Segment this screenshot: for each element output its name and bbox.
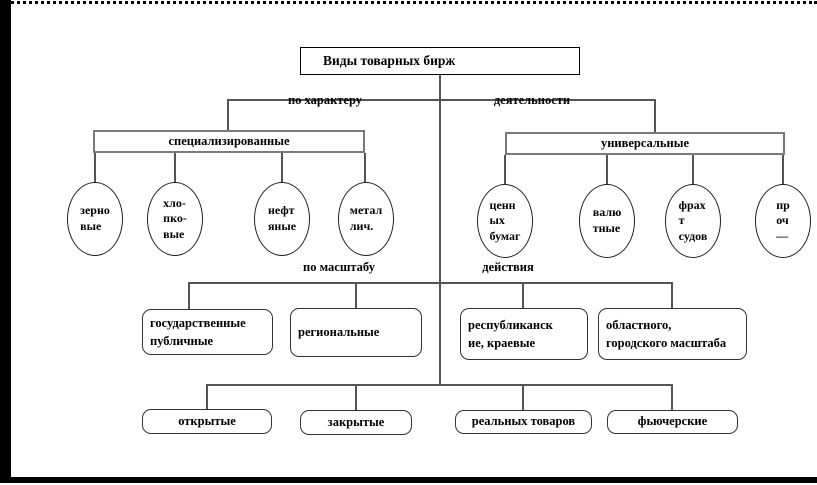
ellipse-freight-line3: судов [678,228,708,243]
center-spine-line [439,75,441,385]
group-universal-label: универсальные [600,136,690,150]
ellipse-grain-line2: вые [80,219,102,233]
box-regional: региональные [290,308,422,357]
ellipse-securities-line1: ценн [489,197,516,212]
ellipse-currency-line2: тные [592,221,621,235]
branch2-drop-2 [355,282,357,309]
ellipse-cotton-line1: хло- [163,195,186,210]
branch2-drop-1 [188,282,190,310]
univ-conn-2 [606,155,608,184]
label-by-scale: по масштабу [303,260,375,274]
ellipse-other-line1: пр [776,197,790,212]
branch2-drop-3 [522,282,524,309]
box-oblast-city: областного, городского масштаба [598,308,747,360]
spec-conn-1 [94,153,96,183]
box-regional-line1: региональные [298,325,380,340]
ellipse-other-line3: –– [776,228,789,243]
branch2-drop-4 [671,282,673,309]
label-activity: деятельности [493,93,571,107]
box-futures-label: фьючерские [637,414,708,429]
box-open: открытые [142,409,272,434]
bottom-black-bar [11,477,817,483]
branch3-drop-4 [671,384,673,411]
ellipse-securities-line3: бумаг [489,228,521,243]
ellipse-freight-line1: фрах [678,197,706,212]
branch3-drop-1 [206,384,208,410]
box-real-goods-label: реальных товаров [471,414,576,429]
box-closed-label: закрытые [327,414,385,429]
box-real-goods: реальных товаров [455,410,592,434]
group-universal-box: универсальные [505,132,785,155]
branch1-drop-left [227,99,229,130]
diagram-title: Виды товарных бирж [323,53,456,68]
ellipse-metal-line2: лич. [349,219,374,233]
ellipse-securities-line2: ых [489,213,505,228]
group-specialized-box: специализированные [93,130,365,153]
ellipse-currency: валю тные [579,184,635,258]
box-oblast-city-line2: городского масштаба [606,336,727,350]
box-closed: закрытые [300,410,412,435]
box-republican-line2: ие, краевые [468,336,536,350]
branch3-hline [207,384,673,386]
box-state-public-line2: публичные [150,334,214,348]
ellipse-securities: ценн ых бумаг [477,184,533,258]
ellipse-metal-line1: метал [349,203,383,218]
branch2-hline [189,282,673,284]
branch3-drop-3 [522,384,524,411]
ellipse-currency-line1: валю [592,205,622,220]
ellipse-oil-line1: нефт [267,203,295,218]
univ-conn-3 [692,155,694,184]
title-box: Виды товарных бирж [300,47,580,75]
spec-conn-2 [174,153,176,183]
ellipse-cotton-line2: пко- [163,211,187,226]
box-open-label: открытые [178,413,236,428]
ellipse-metal: метал лич. [338,182,394,256]
ellipse-oil: нефт яные [254,182,310,256]
top-dotted-border [0,1,817,4]
branch3-drop-2 [355,384,357,411]
ellipse-grain: зерно вые [67,182,123,256]
box-futures: фьючерские [607,410,738,434]
branch1-hline [228,99,656,101]
branch1-drop-right [654,99,656,132]
ellipse-other: пр оч –– [755,184,811,258]
box-state-public: государственные публичные [142,309,273,355]
ellipse-freight: фрах т судов [665,184,721,258]
group-specialized-label: специализированные [168,134,290,148]
ellipse-oil-line2: яные [267,219,297,233]
left-black-bar [0,0,11,483]
ellipse-cotton: хло- пко- вые [147,182,203,256]
box-republican-line1: республиканск [468,317,553,332]
box-oblast-city-line1: областного, [606,317,672,332]
box-state-public-line1: государственные [150,315,246,330]
ellipse-other-line2: оч [776,213,789,228]
box-republican: республиканск ие, краевые [460,308,588,360]
ellipse-grain-line1: зерно [80,203,110,218]
spec-conn-4 [364,153,366,183]
label-by-character: по характеру [287,93,363,107]
univ-conn-1 [504,155,506,184]
ellipse-cotton-line3: вые [163,226,185,241]
univ-conn-4 [782,155,784,184]
label-action: действия [482,260,534,274]
spec-conn-3 [281,153,283,183]
ellipse-freight-line2: т [678,213,685,228]
